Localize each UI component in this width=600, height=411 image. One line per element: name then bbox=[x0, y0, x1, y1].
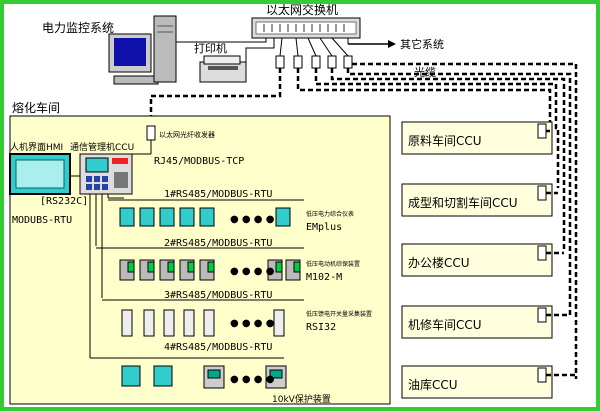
printer-icon bbox=[199, 55, 247, 83]
bus3-dots: ● ● ● ● bbox=[230, 318, 275, 329]
fiber-cables bbox=[149, 62, 578, 379]
ccu-node-box bbox=[401, 365, 553, 399]
network-diagram: 以太网交换机 电力监控系统 打印机 其它系统 bbox=[9, 4, 578, 405]
ccu-title: 通信管理机CCU bbox=[70, 141, 134, 153]
ccu-node-label: 成型和切割车间CCU bbox=[408, 195, 518, 210]
printer-label: 打印机 bbox=[194, 41, 227, 55]
remote-ccu-nodes: 原料车间CCU 成型和切割车间CCU 办公楼CCU 机修车间CCU 油库CCU bbox=[401, 121, 553, 399]
ccu-node-box bbox=[401, 183, 553, 217]
dev3-desc: 低压馈电开关量采集装置 bbox=[306, 310, 372, 318]
dev4-desc: 10kV保护装置 bbox=[272, 393, 331, 405]
workshop-fiber-transceiver bbox=[146, 125, 156, 141]
ccu-node-label: 机修车间CCU bbox=[408, 317, 482, 332]
hmi-icon bbox=[9, 153, 80, 195]
power-system-label: 电力监控系统 bbox=[42, 21, 114, 35]
dev3-model: RSI32 bbox=[306, 322, 336, 333]
bus2-label: 2#RS485/MODBUS-RTU bbox=[164, 238, 272, 249]
ccu-node-box bbox=[401, 243, 553, 277]
bus1-dots: ● ● ● ● bbox=[230, 214, 275, 225]
bus3-devices bbox=[121, 309, 285, 337]
fiber-transceiver-label: 以太网光纤收发器 bbox=[159, 130, 215, 139]
ccu-node-label: 原料车间CCU bbox=[408, 133, 482, 148]
rs232-label: [RS232C] bbox=[40, 196, 88, 207]
switch-label: 以太网交换机 bbox=[266, 4, 338, 17]
modbus-rtu-label: MODUBS-RTU bbox=[12, 215, 72, 226]
dev2-desc: 低压电动机综保装置 bbox=[306, 260, 360, 268]
bus4-label: 4#RS485/MODBUS-RTU bbox=[164, 342, 272, 353]
ccu-node-label: 办公楼CCU bbox=[408, 255, 470, 270]
other-system-label: 其它系统 bbox=[400, 37, 444, 51]
dev2-model: M102-M bbox=[306, 272, 342, 283]
ccu-device bbox=[79, 153, 133, 195]
dev1-desc: 低压电力综合仪表 bbox=[306, 210, 354, 218]
bus4-devices bbox=[121, 365, 287, 389]
bus1-devices bbox=[119, 207, 291, 227]
rj45-label: RJ45/MODBUS-TCP bbox=[154, 156, 244, 167]
ccu-node-label: 油库CCU bbox=[408, 377, 458, 392]
bus2-dots: ● ● ● ● bbox=[230, 266, 275, 277]
ethernet-switch bbox=[251, 17, 361, 39]
bus4-dots: ● ● ● ● bbox=[230, 374, 275, 385]
ccu-node-box bbox=[401, 121, 553, 155]
bus1-label: 1#RS485/MODBUS-RTU bbox=[164, 189, 272, 200]
fiber-label: 光缆 bbox=[414, 65, 436, 79]
switch-fiber-transceivers bbox=[275, 37, 353, 69]
bus2-devices bbox=[119, 259, 301, 281]
workshop-label: 熔化车间 bbox=[12, 100, 60, 115]
computer-icon bbox=[108, 15, 177, 85]
dev1-model: EMplus bbox=[306, 222, 342, 233]
hmi-label: 人机界面HMI bbox=[10, 141, 63, 153]
ccu-node-box bbox=[401, 305, 553, 339]
bus3-label: 3#RS485/MODBUS-RTU bbox=[164, 290, 272, 301]
other-system-arrow bbox=[347, 38, 396, 48]
